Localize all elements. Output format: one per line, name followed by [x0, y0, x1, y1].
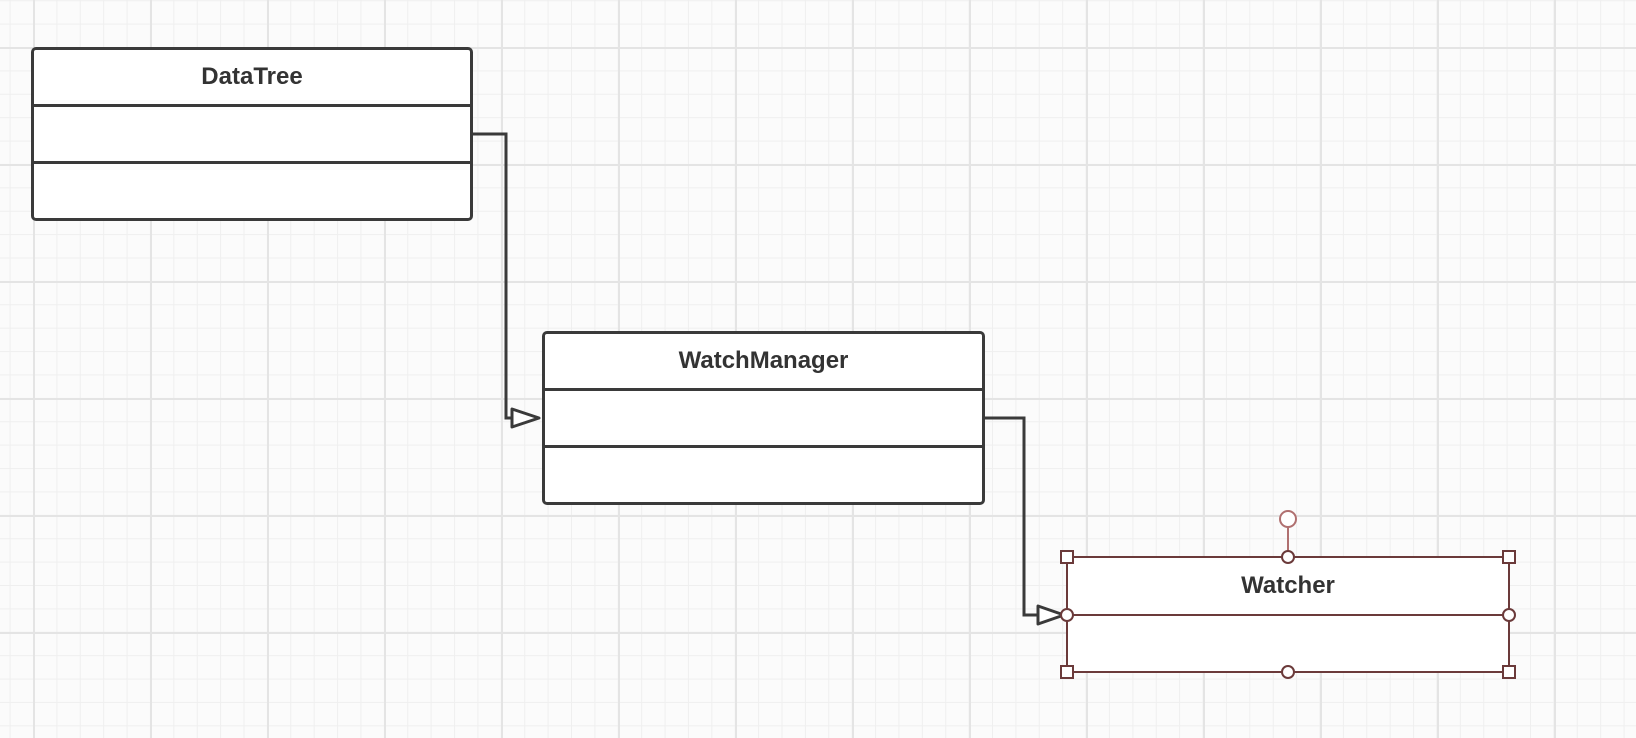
connector-line[interactable]	[985, 416, 1038, 617]
resize-handle-top-right[interactable]	[1502, 550, 1516, 564]
resize-handle-bottom-left[interactable]	[1060, 665, 1074, 679]
class-methods-section[interactable]	[34, 161, 470, 218]
connector-line[interactable]	[473, 132, 512, 420]
class-name-section: Watcher	[1068, 558, 1508, 614]
class-methods-section[interactable]	[545, 445, 982, 502]
class-attributes-section[interactable]	[545, 388, 982, 445]
resize-handle-bottom[interactable]	[1281, 665, 1295, 679]
resize-handle-top[interactable]	[1281, 550, 1295, 564]
class-name-section: WatchManager	[545, 334, 982, 388]
class-box-watchmanager[interactable]: WatchManager	[542, 331, 985, 505]
class-name-datatree: DataTree	[201, 63, 303, 90]
selection-handles[interactable]	[1060, 510, 1516, 679]
class-attributes-section[interactable]	[1068, 613, 1508, 672]
rotation-handle-icon[interactable]	[1279, 510, 1297, 528]
class-name-watcher: Watcher	[1241, 571, 1335, 599]
resize-handle-bottom-right[interactable]	[1502, 665, 1516, 679]
class-box-watcher[interactable]: Watcher	[1066, 556, 1510, 673]
inheritance-connector-datatree-watchmanager[interactable]	[473, 132, 541, 429]
hollow-arrowhead-icon	[1036, 604, 1066, 626]
class-attributes-section[interactable]	[34, 104, 470, 161]
resize-handle-top-left[interactable]	[1060, 550, 1074, 564]
class-box-datatree[interactable]: DataTree	[31, 47, 473, 221]
class-name-section: DataTree	[34, 50, 470, 104]
resize-handle-right[interactable]	[1502, 608, 1516, 622]
class-name-watchmanager: WatchManager	[678, 347, 849, 374]
inheritance-connector-watchmanager-watcher[interactable]	[985, 416, 1066, 626]
resize-handle-left[interactable]	[1060, 608, 1074, 622]
hollow-arrowhead-icon	[510, 407, 541, 429]
